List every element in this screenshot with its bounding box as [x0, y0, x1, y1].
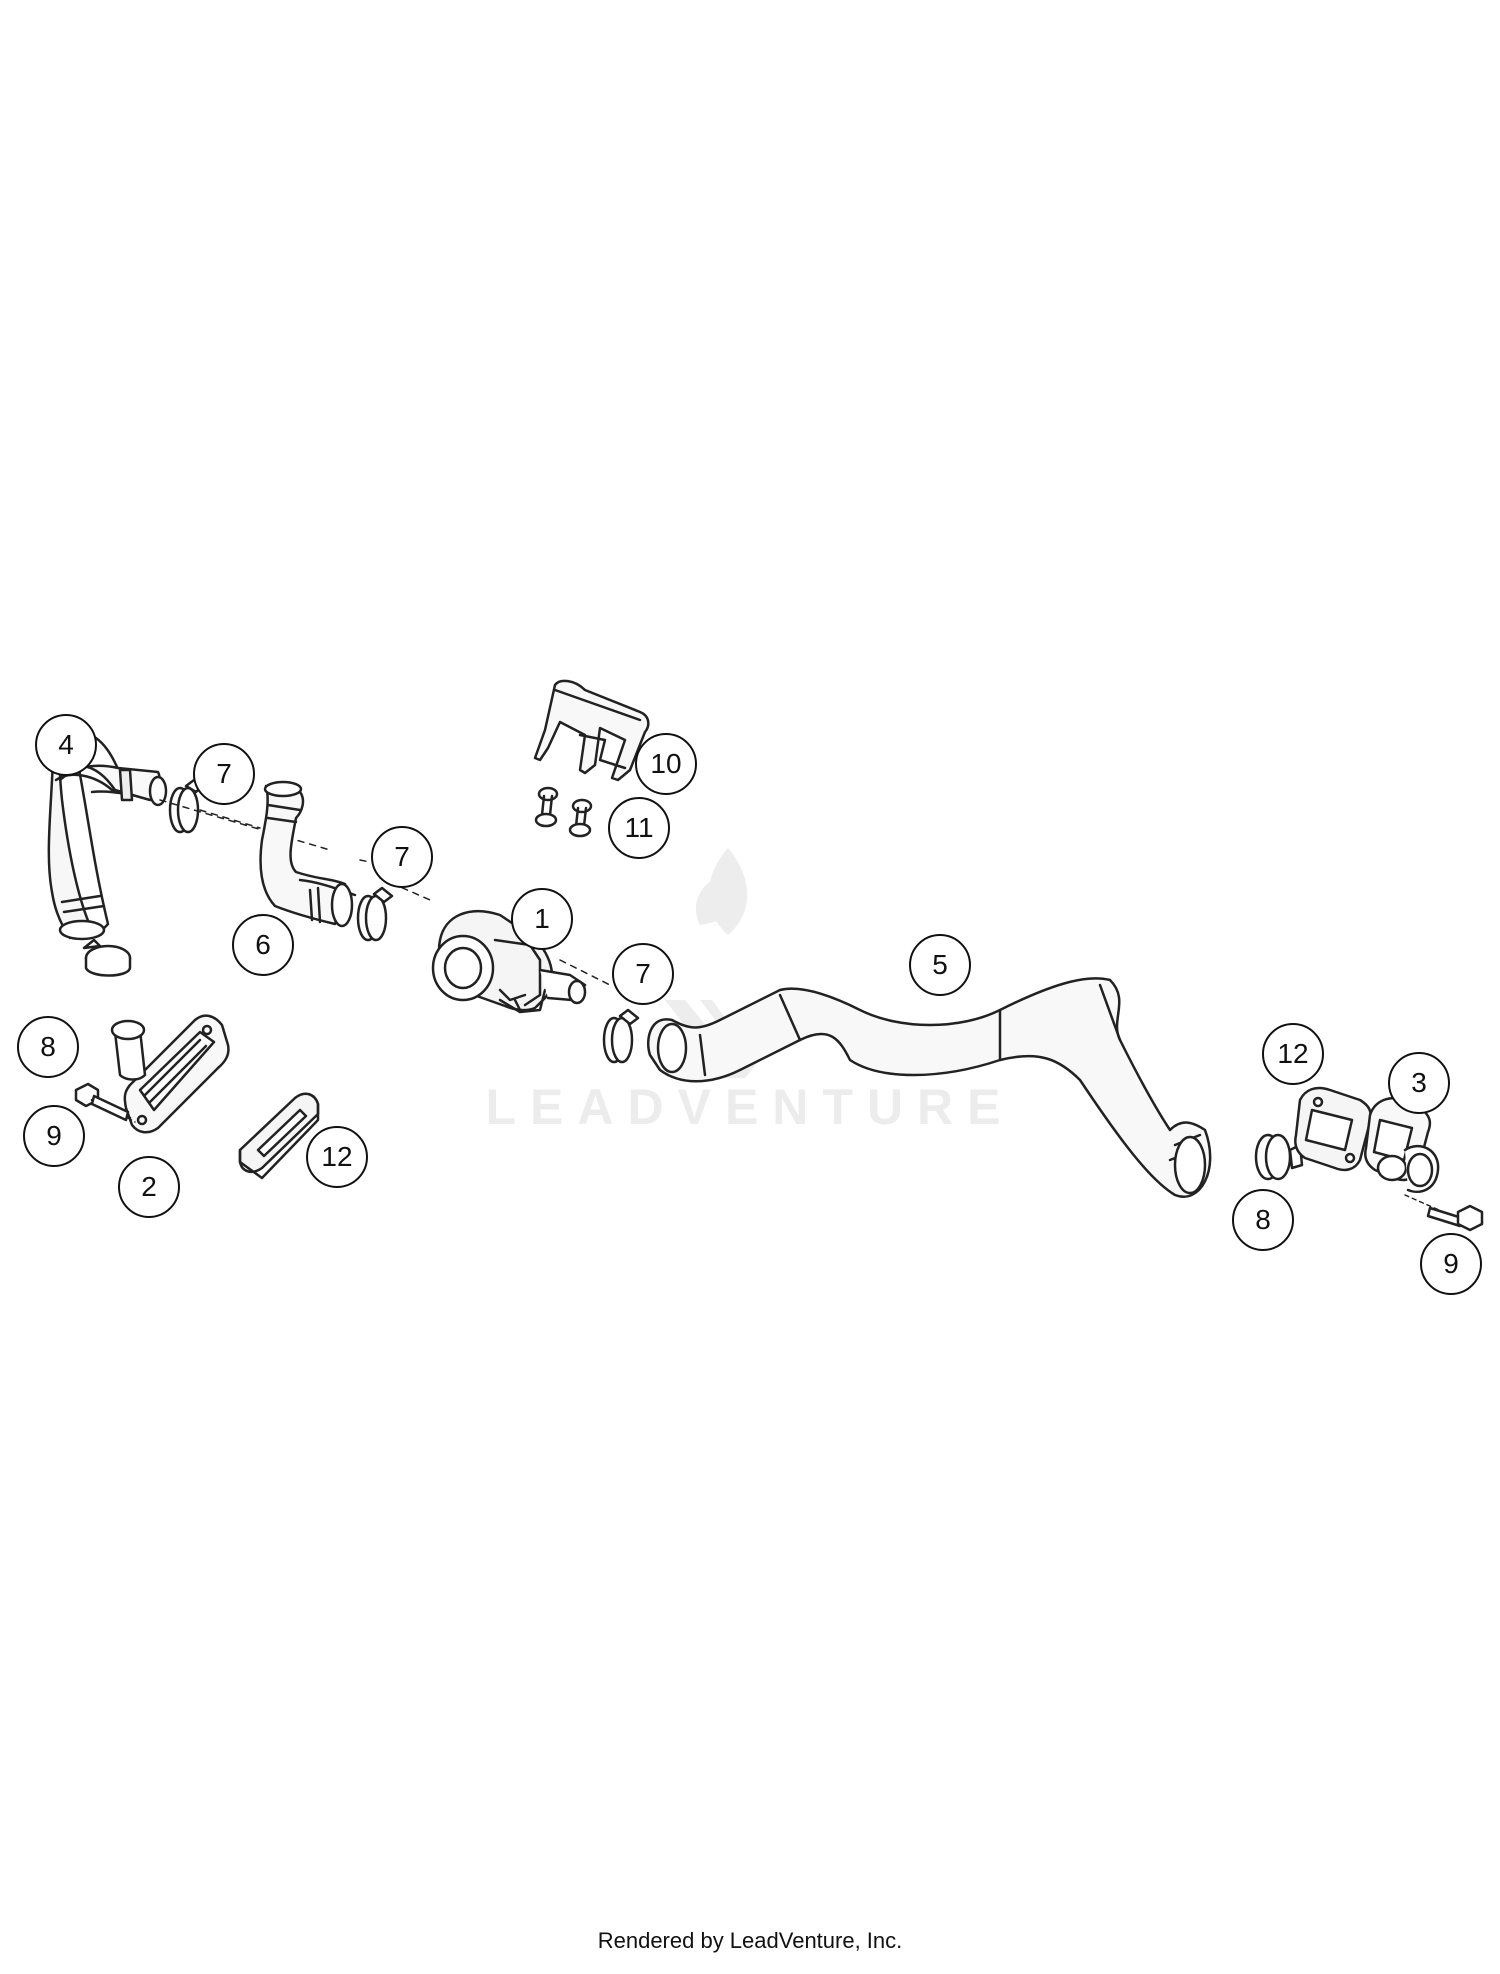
- callout-9-right: 9: [1420, 1233, 1482, 1295]
- callout-10: 10: [635, 733, 697, 795]
- gasket-part-12b: [1294, 1086, 1372, 1172]
- hose-clamp-7a: [168, 778, 204, 834]
- callout-7-left: 7: [193, 743, 255, 805]
- gasket-part-12a: [238, 1092, 320, 1180]
- callout-3: 3: [1388, 1052, 1450, 1114]
- callout-7-middle: 7: [371, 826, 433, 888]
- callout-9-left: 9: [23, 1105, 85, 1167]
- callout-12-right: 12: [1262, 1023, 1324, 1085]
- callout-12-left: 12: [306, 1126, 368, 1188]
- callout-7-right: 7: [612, 943, 674, 1005]
- hose-clamp-7c: [602, 1008, 640, 1064]
- hose-clamp-7b: [356, 886, 394, 942]
- bolt-part-9a: [74, 1082, 136, 1123]
- elbow-hose-part-6: [259, 780, 357, 928]
- callout-5: 5: [909, 934, 971, 996]
- watermark-brand-text: LEADVENTURE: [485, 1079, 1015, 1135]
- bolt-part-9b: [1404, 1194, 1484, 1232]
- callout-6: 6: [232, 914, 294, 976]
- hose-clamp-8b: [1254, 1133, 1304, 1181]
- long-hose-part-5: [646, 977, 1212, 1198]
- flange-part-3: [1364, 1096, 1440, 1194]
- hose-clamp-8a: [82, 938, 132, 977]
- callout-8-left: 8: [17, 1016, 79, 1078]
- callout-11: 11: [608, 797, 670, 859]
- screws-part-11: [534, 786, 593, 838]
- callout-4: 4: [35, 714, 97, 776]
- callout-8-right: 8: [1232, 1189, 1294, 1251]
- callout-2: 2: [118, 1156, 180, 1218]
- footer-credit: Rendered by LeadVenture, Inc.: [597, 1928, 903, 1953]
- bracket-part-10: [533, 679, 650, 782]
- flange-part-2: [110, 1014, 230, 1134]
- callout-1: 1: [511, 888, 573, 950]
